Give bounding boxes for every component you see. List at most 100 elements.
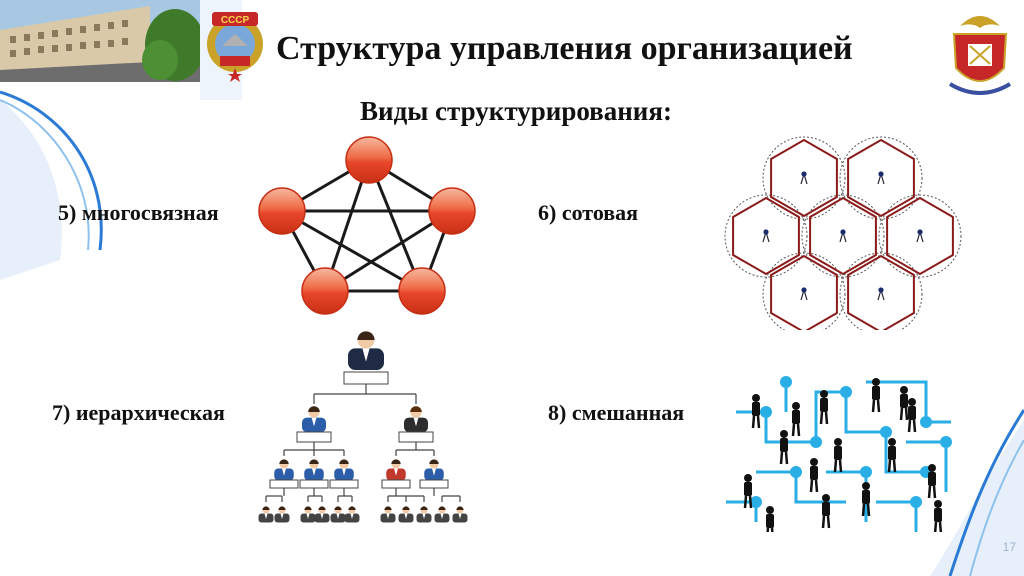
person-icon bbox=[334, 459, 354, 481]
network-dot bbox=[840, 386, 852, 398]
network-line bbox=[826, 470, 868, 522]
person-silhouette bbox=[751, 394, 761, 429]
page-number: 17 bbox=[1002, 540, 1016, 554]
org-box bbox=[299, 479, 329, 489]
person-silhouette bbox=[779, 430, 789, 465]
coverage-circle bbox=[724, 194, 808, 278]
cellular-diagram bbox=[724, 136, 962, 330]
network-node bbox=[398, 267, 446, 315]
person-silhouette bbox=[887, 438, 897, 473]
person-silhouette bbox=[821, 494, 831, 529]
hex-cell bbox=[770, 138, 838, 218]
person-icon bbox=[314, 506, 330, 523]
coverage-circle bbox=[839, 136, 923, 220]
type-label-mixed: 8) смешанная bbox=[548, 400, 685, 425]
network-dot bbox=[810, 436, 822, 448]
person-silhouette bbox=[766, 506, 774, 532]
slide-title: Структура управления организацией bbox=[276, 30, 853, 67]
soviet-order-badge: СССР bbox=[207, 12, 263, 82]
person-icon bbox=[302, 406, 326, 432]
person-icon bbox=[300, 506, 316, 523]
network-line bbox=[756, 470, 846, 504]
org-box bbox=[419, 479, 449, 489]
person-icon bbox=[452, 506, 468, 523]
person-silhouette bbox=[833, 438, 843, 473]
person-icon bbox=[344, 506, 360, 523]
person-icon bbox=[434, 506, 450, 523]
network-dot bbox=[880, 426, 892, 438]
tower-icon bbox=[800, 287, 808, 301]
person-silhouette bbox=[743, 474, 753, 509]
org-box bbox=[381, 479, 411, 489]
tower-icon bbox=[916, 229, 924, 243]
tower-icon bbox=[800, 171, 808, 185]
network-node bbox=[258, 187, 306, 235]
person-icon bbox=[274, 459, 294, 481]
tower-icon bbox=[877, 171, 885, 185]
person-silhouette bbox=[899, 386, 909, 421]
type-label-cellular: 6) сотовая bbox=[538, 200, 639, 225]
org-box bbox=[269, 479, 299, 489]
coverage-circle bbox=[878, 194, 962, 278]
network-node bbox=[428, 187, 476, 235]
person-icon bbox=[416, 506, 432, 523]
multilink-diagram bbox=[258, 136, 476, 315]
person-icon bbox=[348, 331, 384, 370]
network-node bbox=[345, 136, 393, 184]
network-line bbox=[866, 380, 951, 424]
person-silhouette bbox=[907, 398, 917, 433]
coverage-circle bbox=[762, 136, 846, 220]
hex-cell bbox=[732, 196, 800, 276]
person-icon bbox=[424, 459, 444, 481]
person-icon bbox=[304, 459, 324, 481]
network-dot bbox=[750, 496, 762, 508]
network-dot bbox=[860, 466, 872, 478]
hex-cell bbox=[847, 254, 915, 330]
network-dot bbox=[760, 406, 772, 418]
police-academy-emblem bbox=[948, 16, 1012, 95]
hex-cell bbox=[886, 196, 954, 276]
org-box bbox=[398, 431, 434, 443]
person-silhouette bbox=[933, 500, 943, 532]
coverage-circle bbox=[762, 252, 846, 330]
network-dot bbox=[940, 436, 952, 448]
building-photo bbox=[0, 0, 200, 82]
org-box bbox=[296, 431, 332, 443]
coverage-circle bbox=[839, 252, 923, 330]
person-silhouette bbox=[927, 464, 937, 499]
person-icon bbox=[404, 406, 428, 432]
type-label-hierarchical: 7) иерархическая bbox=[52, 400, 225, 425]
person-icon bbox=[258, 506, 274, 523]
network-dot bbox=[780, 376, 792, 388]
person-silhouette bbox=[871, 378, 881, 413]
tower-icon bbox=[877, 287, 885, 301]
network-dot bbox=[920, 416, 932, 428]
svg-text:СССР: СССР bbox=[221, 15, 250, 26]
org-box bbox=[343, 371, 389, 385]
person-silhouette bbox=[819, 390, 829, 425]
person-silhouette bbox=[791, 402, 801, 437]
person-icon bbox=[386, 459, 406, 481]
slide-subtitle: Виды структурирования: bbox=[360, 96, 672, 126]
person-silhouette bbox=[861, 482, 871, 517]
mixed-network-diagram bbox=[726, 376, 952, 532]
network-line bbox=[876, 500, 918, 532]
network-node bbox=[301, 267, 349, 315]
tower-icon bbox=[839, 229, 847, 243]
network-dot bbox=[910, 496, 922, 508]
person-icon bbox=[398, 506, 414, 523]
hex-cell bbox=[770, 254, 838, 330]
type-label-multilink: 5) многосвязная bbox=[58, 200, 219, 225]
tower-icon bbox=[762, 229, 770, 243]
coverage-circle bbox=[801, 194, 885, 278]
hierarchy-diagram bbox=[258, 331, 468, 523]
person-silhouette bbox=[809, 458, 819, 493]
person-icon bbox=[380, 506, 396, 523]
network-dot bbox=[790, 466, 802, 478]
person-icon bbox=[274, 506, 290, 523]
hex-cell bbox=[809, 196, 877, 276]
hex-cell bbox=[847, 138, 915, 218]
person-icon bbox=[330, 506, 346, 523]
org-box bbox=[329, 479, 359, 489]
